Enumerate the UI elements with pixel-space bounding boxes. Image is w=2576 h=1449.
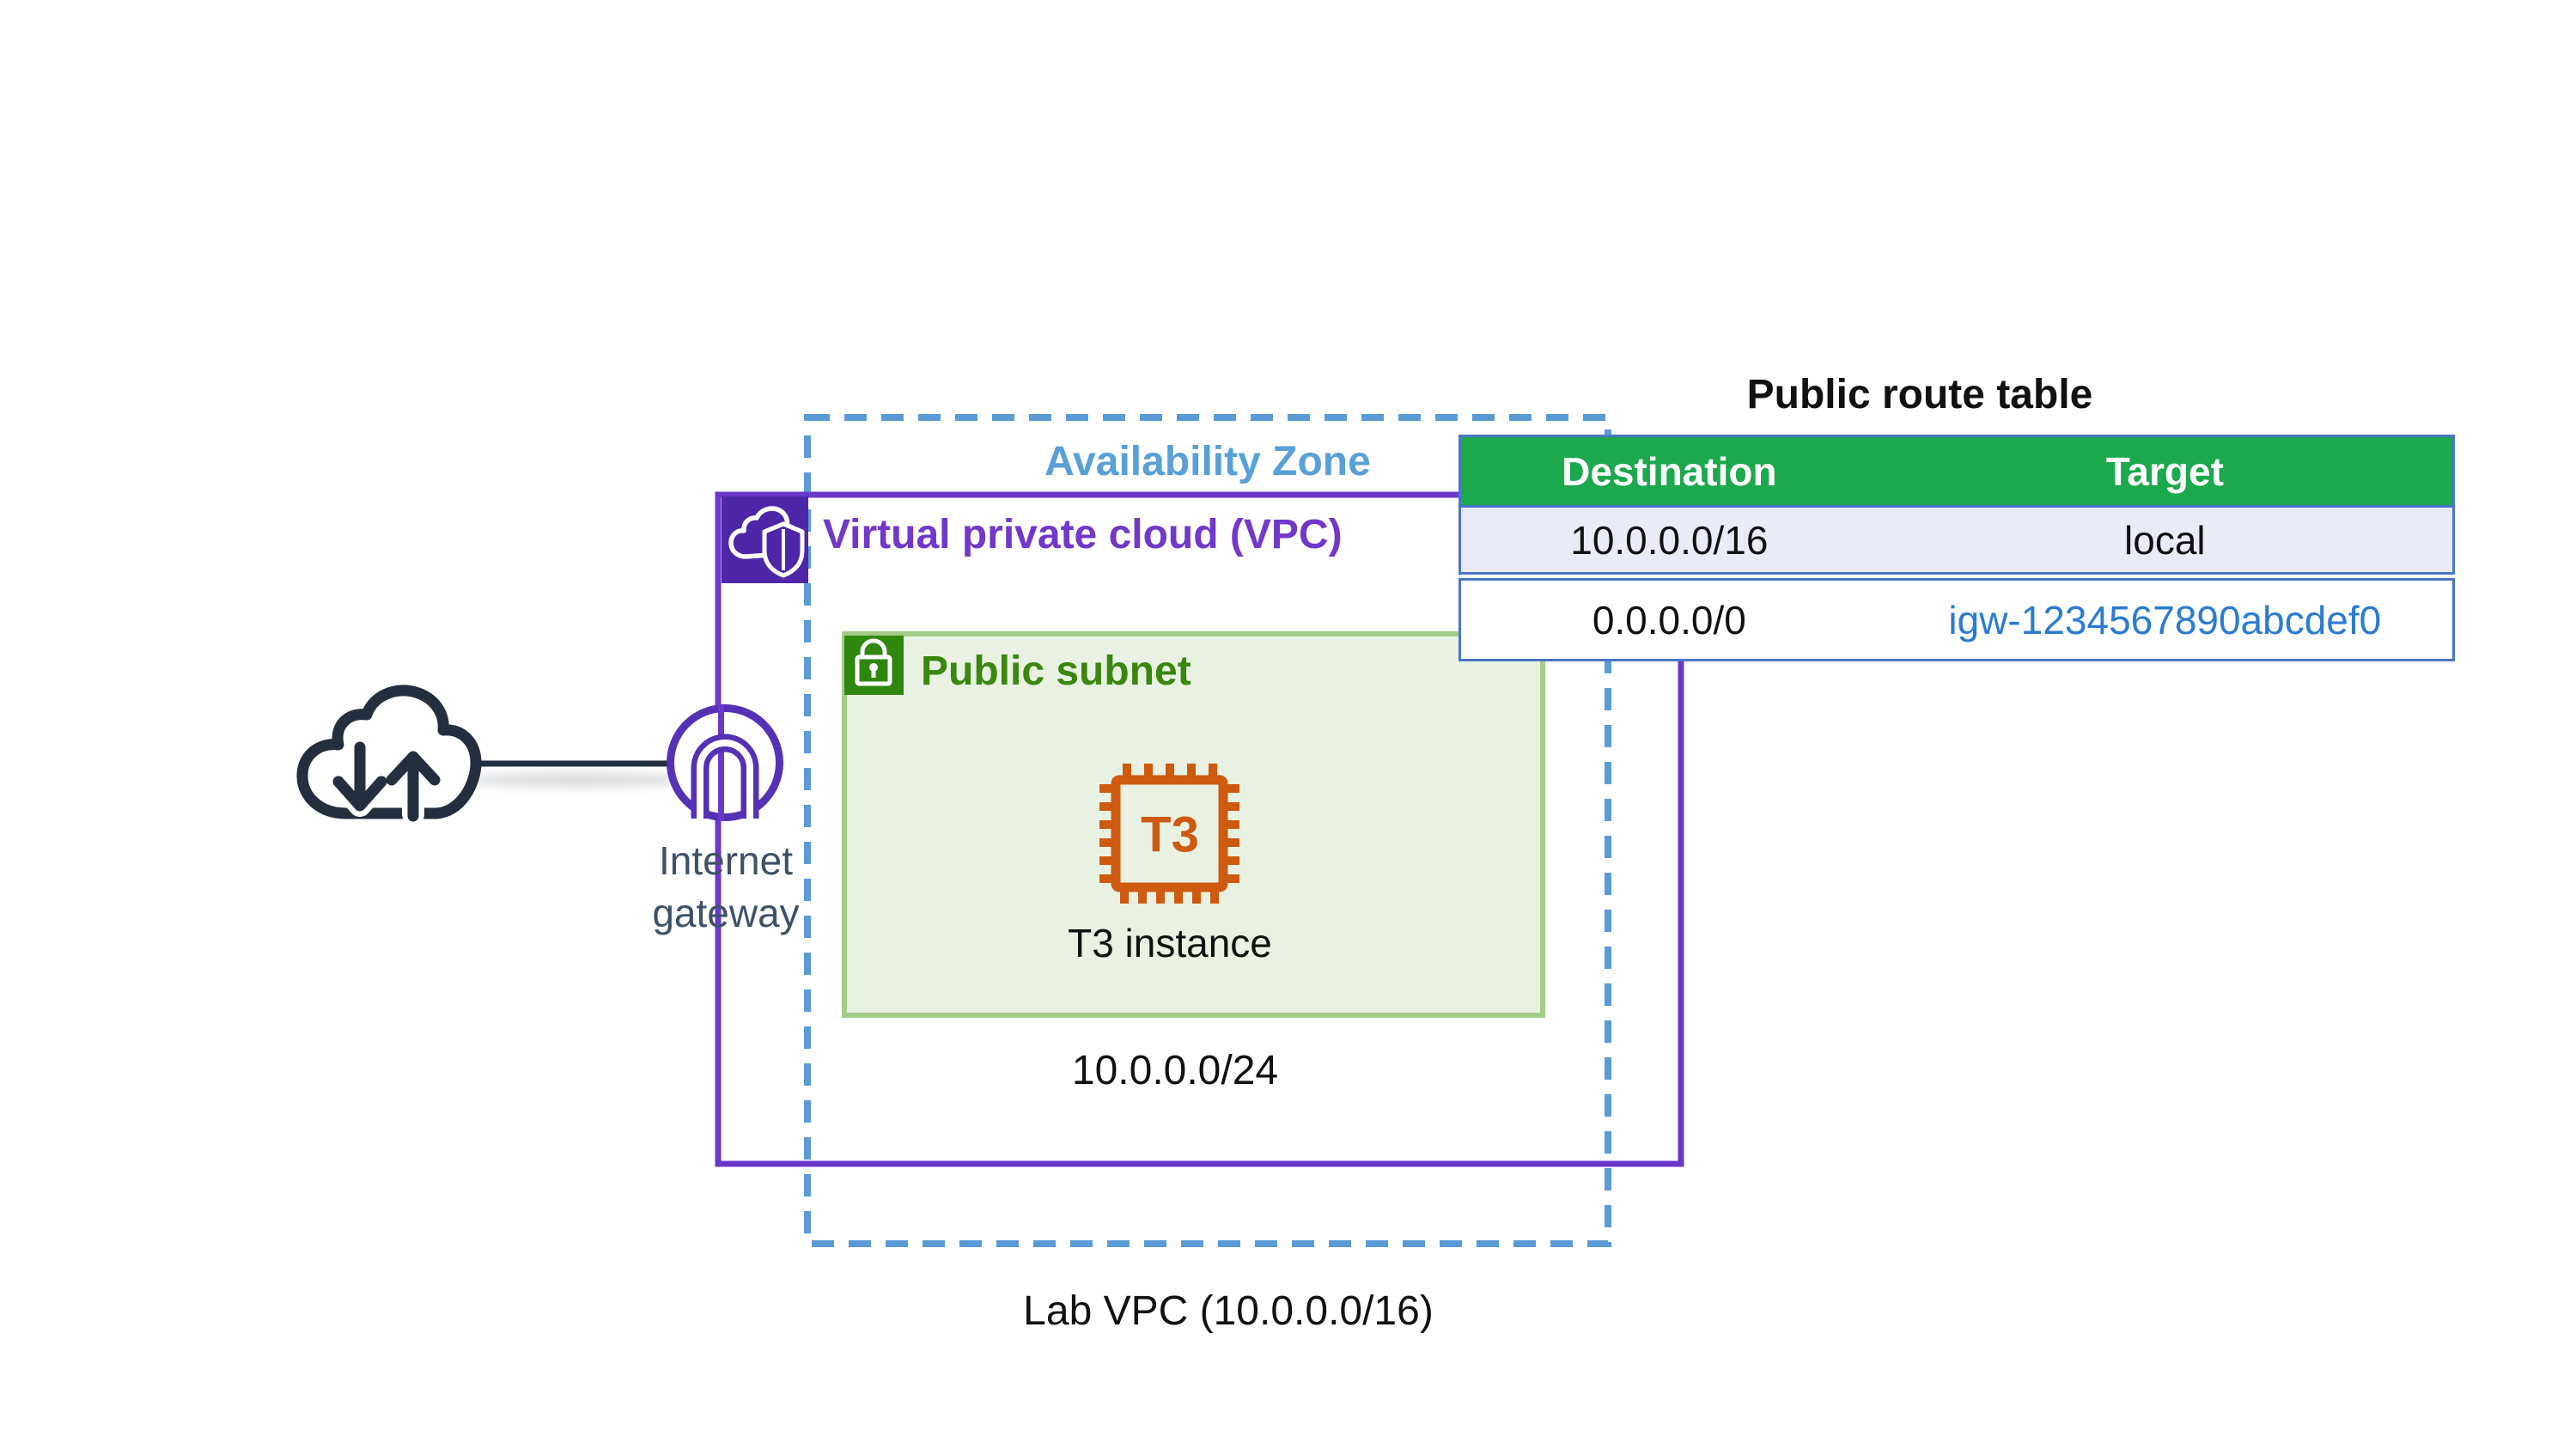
public-subnet-label: Public subnet [921,648,1191,694]
route-table-title: Public route table [1746,372,2093,417]
cell-destination: 10.0.0.0/16 [1570,517,1769,563]
availability-zone-label: Availability Zone [1044,438,1371,484]
public-subnet-lock-icon [844,636,904,695]
internet-gateway-label: Internet gateway [652,838,800,935]
route-table-header: Destination Target [1459,435,2455,505]
cell-destination: 0.0.0.0/0 [1592,597,1746,642]
cell-target: local [2124,517,2206,563]
route-table: Public route table Destination Target 10… [1459,369,2455,661]
internet-cloud-icon [296,685,482,825]
t3-instance-label: T3 instance [1068,921,1272,965]
subnet-cidr-label: 10.0.0.0/24 [1071,1047,1279,1093]
lab-vpc-caption: Lab VPC (10.0.0.0/16) [1023,1288,1434,1334]
t3-chip-label: T3 [1141,807,1199,863]
vpc-box [715,491,1684,1167]
t3-chip-icon: T3 [1099,764,1239,904]
route-table-grid: Destination Target 10.0.0.0/16 local 0.0… [1459,435,2455,661]
connector-shadow [467,773,687,787]
vpc-icon [722,496,808,583]
header-cell-destination: Destination [1562,448,1777,494]
public-subnet-box [842,631,1545,1018]
table-row: 10.0.0.0/16 local [1459,505,2455,575]
header-cell-target: Target [2105,448,2224,494]
igw-target-link[interactable]: igw-1234567890abcdef0 [1948,597,2382,642]
table-row: 0.0.0.0/0 igw-1234567890abcdef0 [1459,578,2455,661]
vpc-label: Virtual private cloud (VPC) [823,511,1343,557]
internet-gateway-icon [667,704,783,821]
